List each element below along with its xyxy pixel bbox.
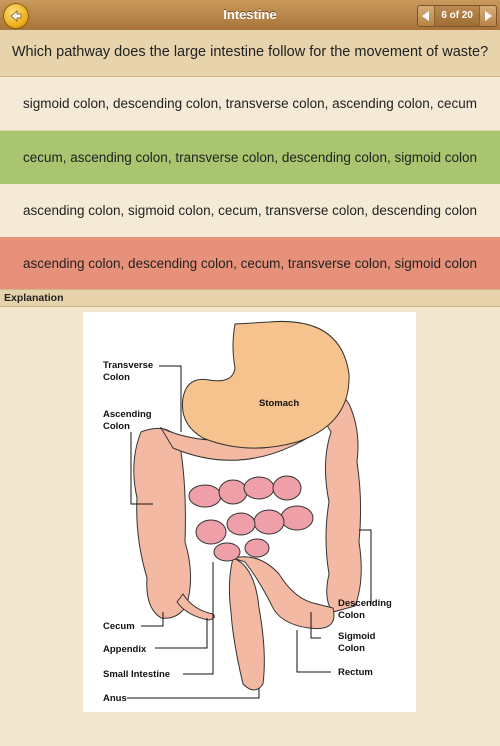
- label-ascending-colon-1: Ascending: [103, 409, 152, 420]
- label-anus: Anus: [103, 693, 127, 704]
- label-small-intestine: Small Intestine: [103, 669, 170, 680]
- label-sigmoid-colon-2: Colon: [338, 643, 365, 654]
- answer-option-3[interactable]: ascending colon, sigmoid colon, cecum, t…: [0, 184, 500, 238]
- page-indicator: 6 of 20: [434, 6, 480, 26]
- digestive-system-diagram: Stomach Transverse Colon Ascending Colon…: [83, 312, 416, 712]
- appendix-shape: [176, 593, 215, 621]
- label-sigmoid-colon-1: Sigmoid: [338, 631, 376, 642]
- explanation-header: Explanation: [0, 289, 500, 307]
- top-bar: Intestine 6 of 20: [0, 0, 500, 31]
- back-button[interactable]: [3, 3, 29, 29]
- back-arrow-icon: [10, 10, 22, 22]
- question-pager: 6 of 20: [417, 5, 497, 27]
- label-transverse-colon-2: Colon: [103, 372, 130, 383]
- page-title: Intestine: [223, 7, 277, 22]
- label-descending-colon-1: Descending: [338, 598, 392, 609]
- question-text: Which pathway does the large intestine f…: [11, 44, 489, 60]
- label-descending-colon-2: Colon: [338, 610, 365, 621]
- rectum-shape: [228, 557, 265, 691]
- stomach-shape: [181, 320, 350, 449]
- ascending-colon-shape: [133, 427, 191, 619]
- intestine-illustration: Stomach Transverse Colon Ascending Colon…: [103, 320, 392, 704]
- label-appendix: Appendix: [103, 644, 147, 655]
- label-rectum: Rectum: [338, 667, 373, 678]
- answer-option-4[interactable]: ascending colon, descending colon, cecum…: [0, 237, 500, 290]
- label-stomach: Stomach: [259, 398, 299, 409]
- answer-text: ascending colon, descending colon, cecum…: [22, 256, 477, 271]
- next-question-button[interactable]: [480, 6, 496, 26]
- label-transverse-colon-1: Transverse: [103, 360, 153, 371]
- label-ascending-colon-2: Colon: [103, 421, 130, 432]
- triangle-left-icon: [422, 11, 430, 21]
- answer-option-2[interactable]: cecum, ascending colon, transverse colon…: [0, 131, 500, 184]
- question-panel: Which pathway does the large intestine f…: [0, 30, 500, 77]
- answer-text: sigmoid colon, descending colon, transve…: [22, 96, 477, 111]
- descending-colon-shape: [318, 391, 362, 613]
- triangle-right-icon: [485, 11, 492, 21]
- label-cecum: Cecum: [103, 621, 135, 632]
- answer-text: cecum, ascending colon, transverse colon…: [22, 150, 477, 165]
- small-intestine-shape: [188, 475, 314, 562]
- answer-text: ascending colon, sigmoid colon, cecum, t…: [22, 203, 477, 218]
- answer-option-1[interactable]: sigmoid colon, descending colon, transve…: [0, 77, 500, 131]
- explanation-heading: Explanation: [4, 292, 64, 304]
- previous-question-button[interactable]: [418, 6, 434, 26]
